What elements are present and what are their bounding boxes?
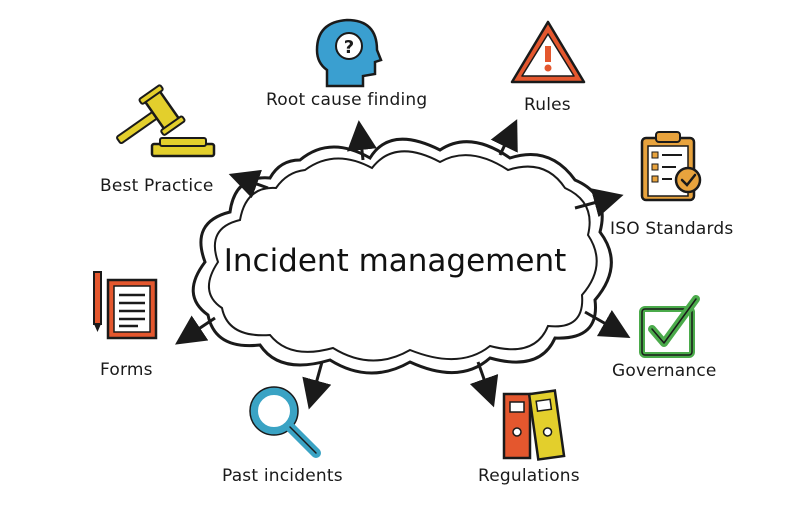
label-root-cause: Root cause finding <box>266 90 428 110</box>
label-governance: Governance <box>612 361 717 381</box>
label-iso-standards: ISO Standards <box>610 219 734 239</box>
arrow-root-cause <box>347 120 377 161</box>
connector-arrows <box>175 119 631 410</box>
label-best-practice: Best Practice <box>100 176 214 196</box>
gavel-icon <box>116 84 216 158</box>
svg-text:?: ? <box>344 37 354 58</box>
label-regulations: Regulations <box>478 466 580 486</box>
head-question-icon: ? <box>315 18 383 88</box>
label-rules: Rules <box>524 95 571 115</box>
checkbox-check-icon <box>639 295 700 358</box>
clipboard-checklist-icon <box>640 131 702 202</box>
label-past-incidents: Past incidents <box>222 466 343 486</box>
arrow-governance <box>584 310 631 338</box>
arrow-past-incidents <box>302 361 332 410</box>
cloud-shape <box>191 137 613 375</box>
label-forms: Forms <box>100 360 153 380</box>
magnifier-icon <box>249 386 321 458</box>
arrow-forms <box>175 315 216 345</box>
arrow-regulations <box>469 361 499 408</box>
binders-icon <box>502 389 566 461</box>
arrow-rules <box>490 119 518 156</box>
center-title: Incident management <box>223 243 567 279</box>
form-document-icon <box>93 271 158 340</box>
arrow-best-practice <box>228 169 269 199</box>
warning-triangle-icon <box>510 20 586 84</box>
arrow-iso-standards <box>574 188 624 218</box>
